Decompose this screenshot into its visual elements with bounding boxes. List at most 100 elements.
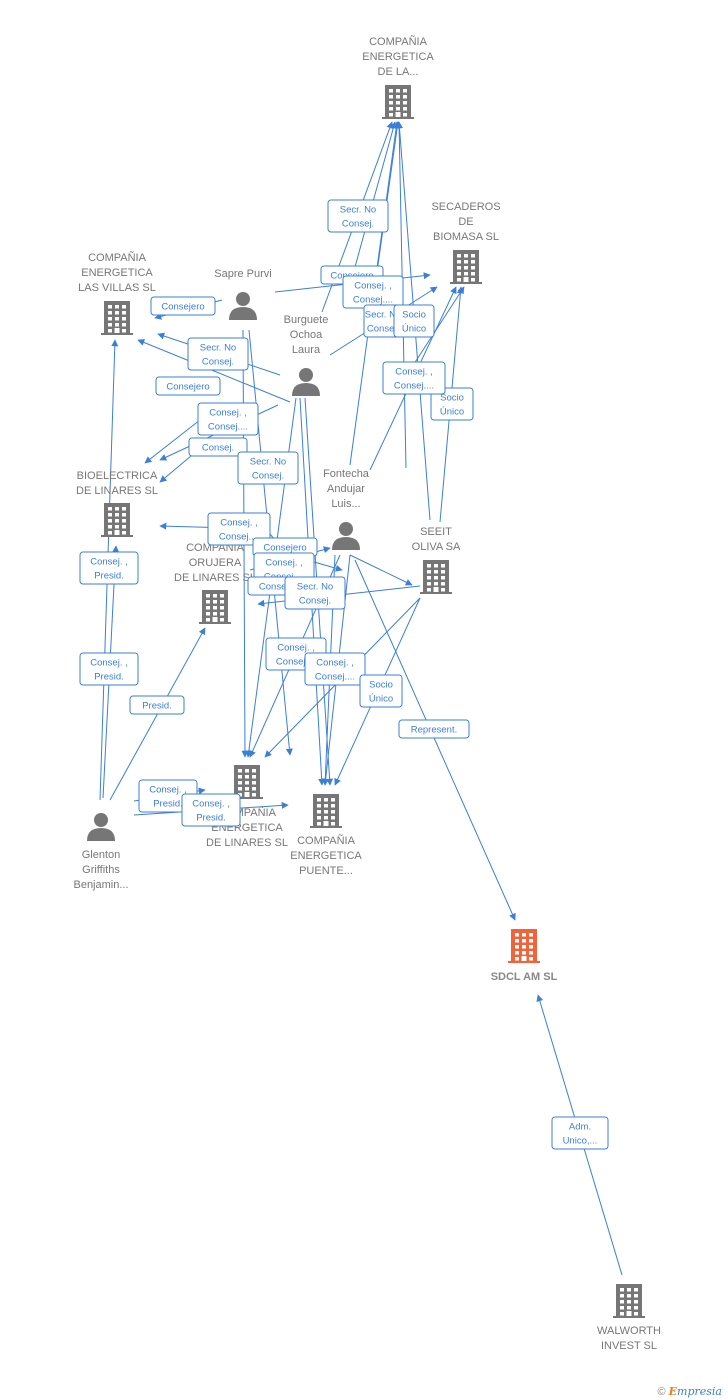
label-line: SDCL AM SL xyxy=(491,971,558,983)
copyright-symbol: © xyxy=(657,1386,666,1398)
brand-logo[interactable]: Empresia xyxy=(669,1385,722,1398)
edge-line-20 xyxy=(349,554,413,586)
relation-text: Consej.... xyxy=(394,381,434,392)
building-icon[interactable] xyxy=(231,765,263,799)
person-icon[interactable] xyxy=(332,522,360,550)
company-node-c9[interactable]: SDCL AM SL xyxy=(491,929,558,983)
relation-label-r24[interactable]: Presid. xyxy=(129,695,185,715)
label-line: ENERGETICA xyxy=(81,267,153,279)
building-icon[interactable] xyxy=(508,929,540,963)
person-icon[interactable] xyxy=(229,292,257,320)
edge-line-3 xyxy=(376,121,401,273)
relation-label-r27[interactable]: Consej. ,Presid. xyxy=(181,793,241,827)
relation-text: Socio xyxy=(402,310,426,321)
relation-label-r15[interactable]: Consej. ,Consej.... xyxy=(207,512,271,546)
building-icon[interactable] xyxy=(101,301,133,335)
relation-text: Secr. No xyxy=(297,582,333,593)
relation-text: Presid. xyxy=(94,672,124,683)
relation-text: Consej.... xyxy=(315,672,355,683)
relation-label-r3[interactable]: Consej. ,Consej.... xyxy=(342,275,404,309)
relation-text: Consej.... xyxy=(219,532,259,543)
edge-line-11 xyxy=(409,286,465,371)
building-icon[interactable] xyxy=(450,250,482,284)
relation-text: Consejero xyxy=(166,382,209,393)
label-line: PUENTE... xyxy=(299,865,353,877)
building-icon[interactable] xyxy=(199,590,231,624)
building-icon[interactable] xyxy=(420,560,452,594)
relation-label-r6[interactable]: Consejero xyxy=(150,296,216,316)
relation-text: Único xyxy=(440,407,464,418)
relation-text: Consej. xyxy=(367,324,399,335)
label-line: COMPAÑIA xyxy=(297,834,356,847)
relation-label-r12[interactable]: Consej. xyxy=(188,437,248,457)
person-label-p1[interactable]: Sapre Purvi xyxy=(214,268,271,280)
relation-text: Consej. , xyxy=(395,367,433,378)
relation-text: Consej. , xyxy=(277,643,315,654)
relation-text: Consejero xyxy=(263,543,306,554)
relation-label-r25[interactable]: Represent. xyxy=(398,719,470,739)
relation-text: Consej.... xyxy=(208,422,248,433)
person-icon[interactable] xyxy=(292,368,320,396)
person-node-p1[interactable]: Sapre Purvi xyxy=(214,268,272,320)
building-icon[interactable] xyxy=(382,85,414,119)
edge-line-15 xyxy=(144,419,201,464)
relation-text: Consej. xyxy=(252,471,284,482)
relation-label-r22[interactable]: Consej. ,Consej.... xyxy=(304,652,366,686)
relation-text: Consej. xyxy=(299,596,331,607)
relation-text: Presid. xyxy=(196,813,226,824)
company-label-c9[interactable]: SDCL AM SL xyxy=(491,971,558,983)
footer: © Empresia xyxy=(657,1385,722,1398)
label-line: Benjamin... xyxy=(73,879,128,891)
person-icon[interactable] xyxy=(87,813,115,841)
relation-label-r28[interactable]: Adm.Unico,... xyxy=(551,1116,609,1150)
label-line: DE LINARES SL xyxy=(76,485,158,497)
relation-label-r14[interactable]: Consej. ,Presid. xyxy=(79,551,139,585)
label-line: BIOMASA SL xyxy=(433,231,499,243)
relation-text: Adm. xyxy=(569,1122,591,1133)
relation-label-r8[interactable]: Consejero xyxy=(155,376,221,396)
building-icon[interactable] xyxy=(101,503,133,537)
relation-label-r19[interactable]: Secr. No Consej. xyxy=(284,576,346,610)
relation-label-r9[interactable]: Consej. ,Consej.... xyxy=(197,402,259,436)
relation-label-r16[interactable]: Consejero xyxy=(252,537,318,557)
building-icon[interactable] xyxy=(310,794,342,828)
relation-label-r11[interactable]: Consej. , Consej.... xyxy=(382,361,446,395)
relation-label-r20[interactable]: Consej. ,Presid. xyxy=(79,652,139,686)
label-line: DE LINARES SL xyxy=(206,837,288,849)
label-line: SEEIT xyxy=(420,526,452,538)
building-icon[interactable] xyxy=(613,1284,645,1318)
